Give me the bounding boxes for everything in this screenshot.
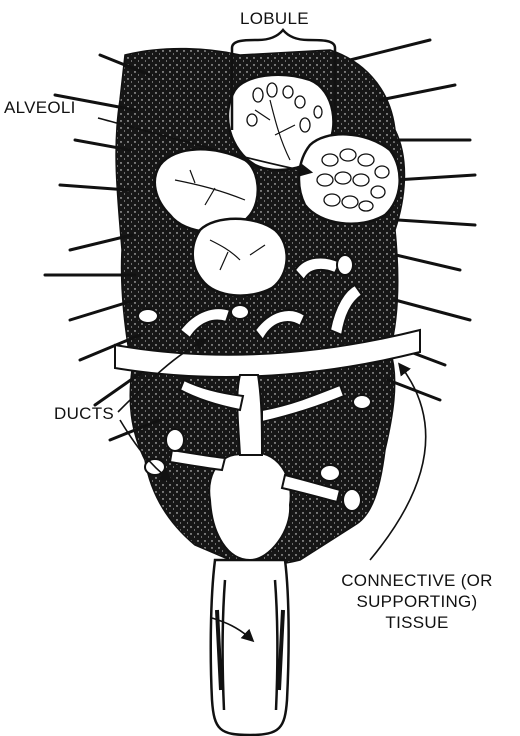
connective-tissue-label: CONNECTIVE (OR SUPPORTING) TISSUE	[322, 570, 512, 633]
alveoli-label: ALVEOLI	[4, 98, 76, 118]
lobule-label: LOBULE	[240, 9, 309, 29]
ducts-label: DUCTS	[54, 404, 114, 424]
